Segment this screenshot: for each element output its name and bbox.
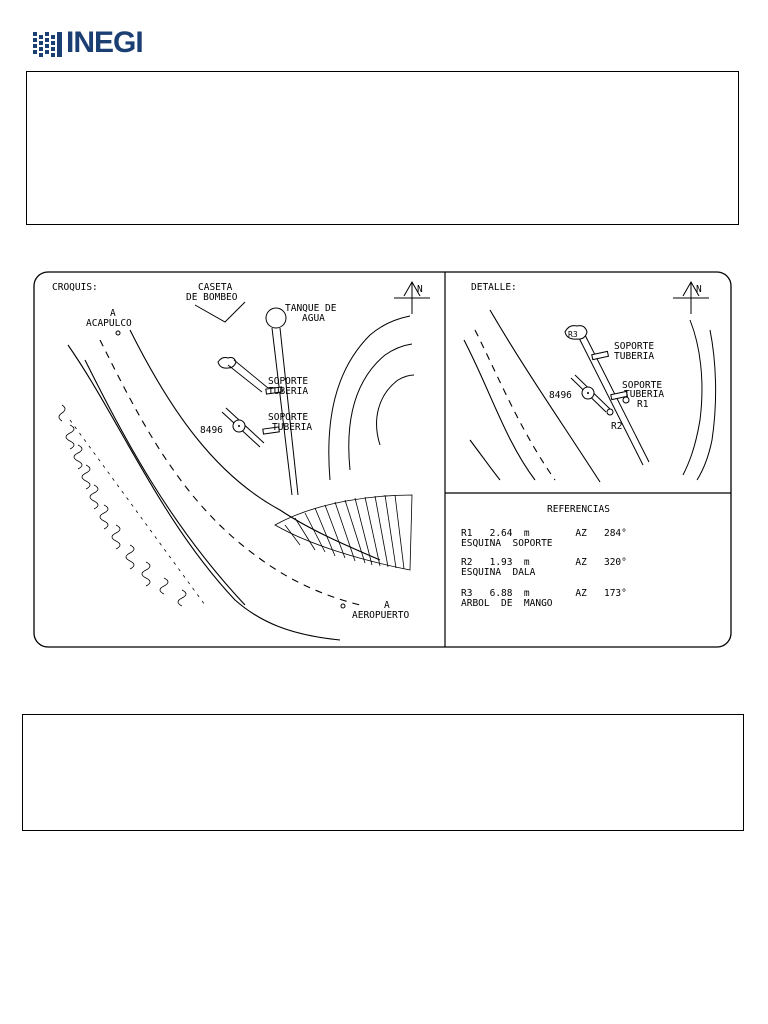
north-arrow-croquis-icon [394, 280, 430, 314]
detalle-r1-marker [622, 396, 630, 404]
detalle-road-outer [489, 309, 601, 483]
logo-text: INEGI [66, 26, 144, 59]
detalle-r1-label: R1 [637, 399, 649, 410]
detalle-soporte1-label-2: TUBERIA [614, 351, 654, 362]
croquis-title: CROQUIS: [52, 282, 98, 293]
slope-left [58, 404, 206, 607]
tanque-label-2: AGUA [302, 313, 325, 324]
bottom-info-box [22, 714, 744, 831]
pipe-support-1 [265, 386, 283, 395]
tree-symbol [217, 357, 237, 369]
north-label-croquis: N [417, 284, 423, 295]
detalle-soporte2-label-1: SOPORTE [622, 380, 662, 391]
acapulco-label-2: ACAPULCO [86, 318, 132, 329]
sketch-frame [33, 271, 732, 648]
north-label-detalle: N [696, 284, 702, 295]
road-edge-inner [67, 344, 341, 641]
ref-r2-desc: ESQUINA DALA [461, 567, 536, 578]
acapulco-label-1: A [110, 308, 116, 319]
soporte1-label-1: SOPORTE [268, 376, 308, 387]
caseta-pointer [194, 301, 246, 323]
top-info-box [26, 71, 739, 225]
inegi-logo-mark-icon [33, 32, 62, 57]
road-centerline [99, 339, 361, 606]
soporte2-label-2: TUBERIA [272, 422, 312, 433]
aeropuerto-label-1: A [384, 600, 390, 611]
benchmark-label: 8496 [200, 425, 223, 436]
tree-line [227, 359, 269, 393]
detalle-embankment [682, 319, 717, 481]
pipe-support-2 [262, 426, 280, 435]
benchmark-symbol [221, 407, 265, 448]
north-arrow-detalle-icon [673, 280, 709, 314]
road-shoulder [84, 359, 246, 606]
ref-r1-line: R1 2.64 m AZ 284° [461, 528, 627, 539]
inegi-logo: INEGI [32, 26, 172, 60]
caseta-label-2: DE BOMBEO [186, 292, 238, 303]
detalle-road-shoulder [469, 439, 501, 481]
detalle-soporte2-label-2: TUBERIA [624, 389, 664, 400]
hatched-area [274, 494, 413, 571]
detalle-benchmark-symbol [570, 374, 611, 413]
referencias-heading: REFERENCIAS [547, 504, 610, 515]
ref-r3-desc: ARBOL DE MANGO [461, 598, 553, 609]
detalle-support-2 [610, 390, 629, 401]
ref-r1-desc: ESQUINA SOPORTE [461, 538, 553, 549]
embankment-right [328, 315, 415, 481]
ref-r2-line: R2 1.93 m AZ 320° [461, 557, 627, 568]
road-edge-outer [129, 329, 381, 561]
ref-r3-line: R3 6.88 m AZ 173° [461, 588, 627, 599]
detalle-support-1 [591, 350, 610, 361]
pipe [271, 327, 299, 496]
soporte1-label-2: TUBERIA [268, 386, 308, 397]
caseta-label-1: CASETA [198, 282, 233, 293]
detalle-title: DETALLE: [471, 282, 517, 293]
aeropuerto-marker [340, 603, 346, 609]
detalle-tree-symbol [564, 325, 588, 340]
detalle-r2-label: R2 [611, 421, 622, 432]
detalle-r2-marker [606, 408, 614, 416]
detalle-road-center [474, 329, 556, 481]
detalle-soporte1-label-1: SOPORTE [614, 341, 654, 352]
detalle-benchmark-label: 8496 [549, 390, 572, 401]
soporte2-label-1: SOPORTE [268, 412, 308, 423]
tanque-label-1: TANQUE DE [285, 303, 337, 314]
aeropuerto-label-2: AEROPUERTO [352, 610, 409, 621]
water-tank [265, 307, 287, 329]
acapulco-marker [115, 330, 121, 336]
detalle-road-inner [463, 339, 536, 481]
detalle-r3-label: R3 [568, 330, 578, 339]
